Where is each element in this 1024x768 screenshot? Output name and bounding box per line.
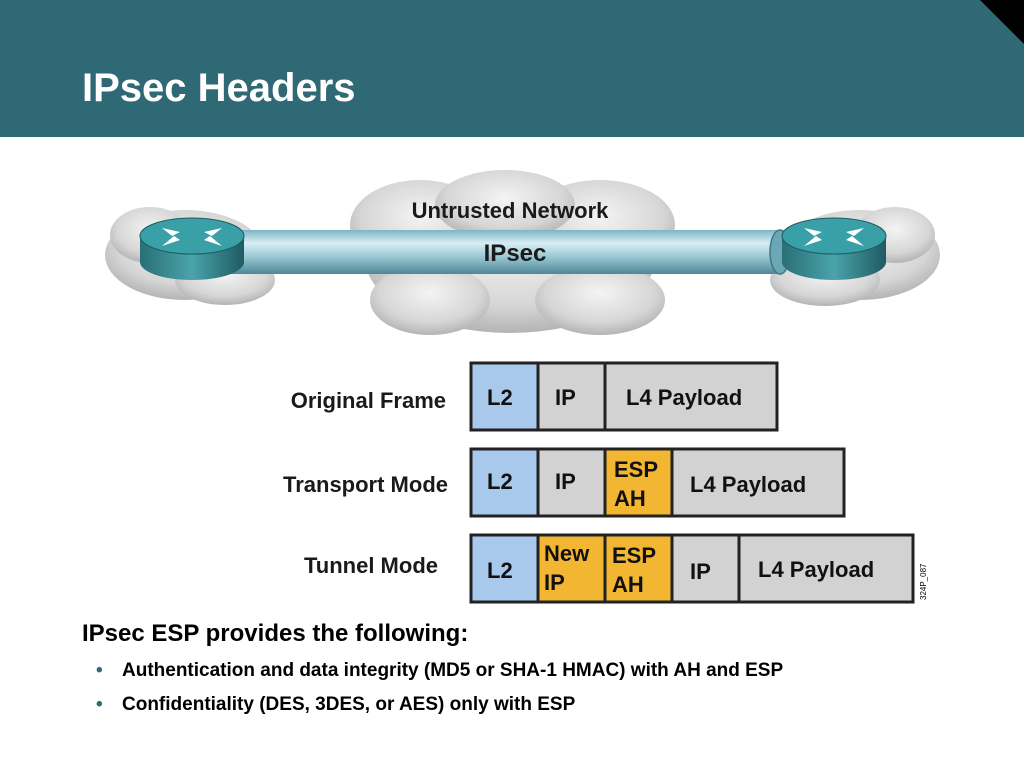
slide-header: IPsec Headers bbox=[0, 0, 1024, 137]
header-corner-triangle bbox=[980, 0, 1024, 44]
bullet-dot-icon: • bbox=[96, 694, 103, 715]
bullet-list: • Authentication and data integrity (MD5… bbox=[96, 660, 783, 728]
tunnel-new-ip-cell bbox=[536, 533, 607, 604]
right-router-icon bbox=[781, 217, 887, 280]
transport-mode-row: L2 IP ESP AH L4 Payload bbox=[469, 447, 846, 518]
tunnel-l2-text: L2 bbox=[487, 558, 513, 583]
original-frame-label: Original Frame bbox=[291, 388, 446, 413]
bullet-item: • Confidentiality (DES, 3DES, or AES) on… bbox=[96, 694, 783, 716]
transport-l2-cell bbox=[469, 447, 540, 518]
tunnel-payload-cell bbox=[737, 533, 915, 604]
transport-ip-text: IP bbox=[555, 469, 576, 494]
transport-payload-cell bbox=[670, 447, 846, 518]
tunnel-ip-text: IP bbox=[690, 559, 711, 584]
original-frame-row: L2 IP L4 Payload bbox=[469, 361, 779, 432]
transport-ah-text: AH bbox=[614, 486, 646, 511]
original-ip-cell bbox=[536, 361, 607, 432]
bullet-text: Confidentiality (DES, 3DES, or AES) only… bbox=[122, 694, 576, 715]
tunnel-new-ip-text: IP bbox=[544, 570, 565, 595]
tunnel-label: IPsec bbox=[484, 240, 547, 267]
tunnel-payload-text: L4 Payload bbox=[758, 557, 874, 582]
bullet-text: Authentication and data integrity (MD5 o… bbox=[122, 660, 784, 681]
cloud-label: Untrusted Network bbox=[412, 198, 610, 223]
original-payload-cell bbox=[603, 361, 779, 432]
lead-text: IPsec ESP provides the following: bbox=[82, 620, 469, 647]
original-l2-text: L2 bbox=[487, 385, 513, 410]
tunnel-mode-label: Tunnel Mode bbox=[304, 553, 438, 578]
original-l2-cell bbox=[469, 361, 540, 432]
transport-esp-text: ESP bbox=[614, 457, 658, 482]
original-payload-text: L4 Payload bbox=[626, 385, 742, 410]
left-router-icon bbox=[139, 217, 245, 280]
tunnel-mode-row: L2 New IP ESP AH IP L4 Payload bbox=[469, 533, 915, 604]
figure-id: 324P_087 bbox=[919, 563, 928, 600]
bullet-item: • Authentication and data integrity (MD5… bbox=[96, 660, 783, 682]
slide-title: IPsec Headers bbox=[82, 66, 356, 110]
original-ip-text: IP bbox=[555, 385, 576, 410]
tunnel-esp-text: ESP bbox=[612, 543, 656, 568]
transport-payload-text: L4 Payload bbox=[690, 472, 806, 497]
transport-mode-label: Transport Mode bbox=[283, 472, 448, 497]
bullet-dot-icon: • bbox=[96, 660, 103, 681]
tunnel-new-text: New bbox=[544, 541, 590, 566]
transport-l2-text: L2 bbox=[487, 469, 513, 494]
tunnel-ah-text: AH bbox=[612, 572, 644, 597]
tunnel-esp-ah-cell bbox=[603, 533, 674, 604]
